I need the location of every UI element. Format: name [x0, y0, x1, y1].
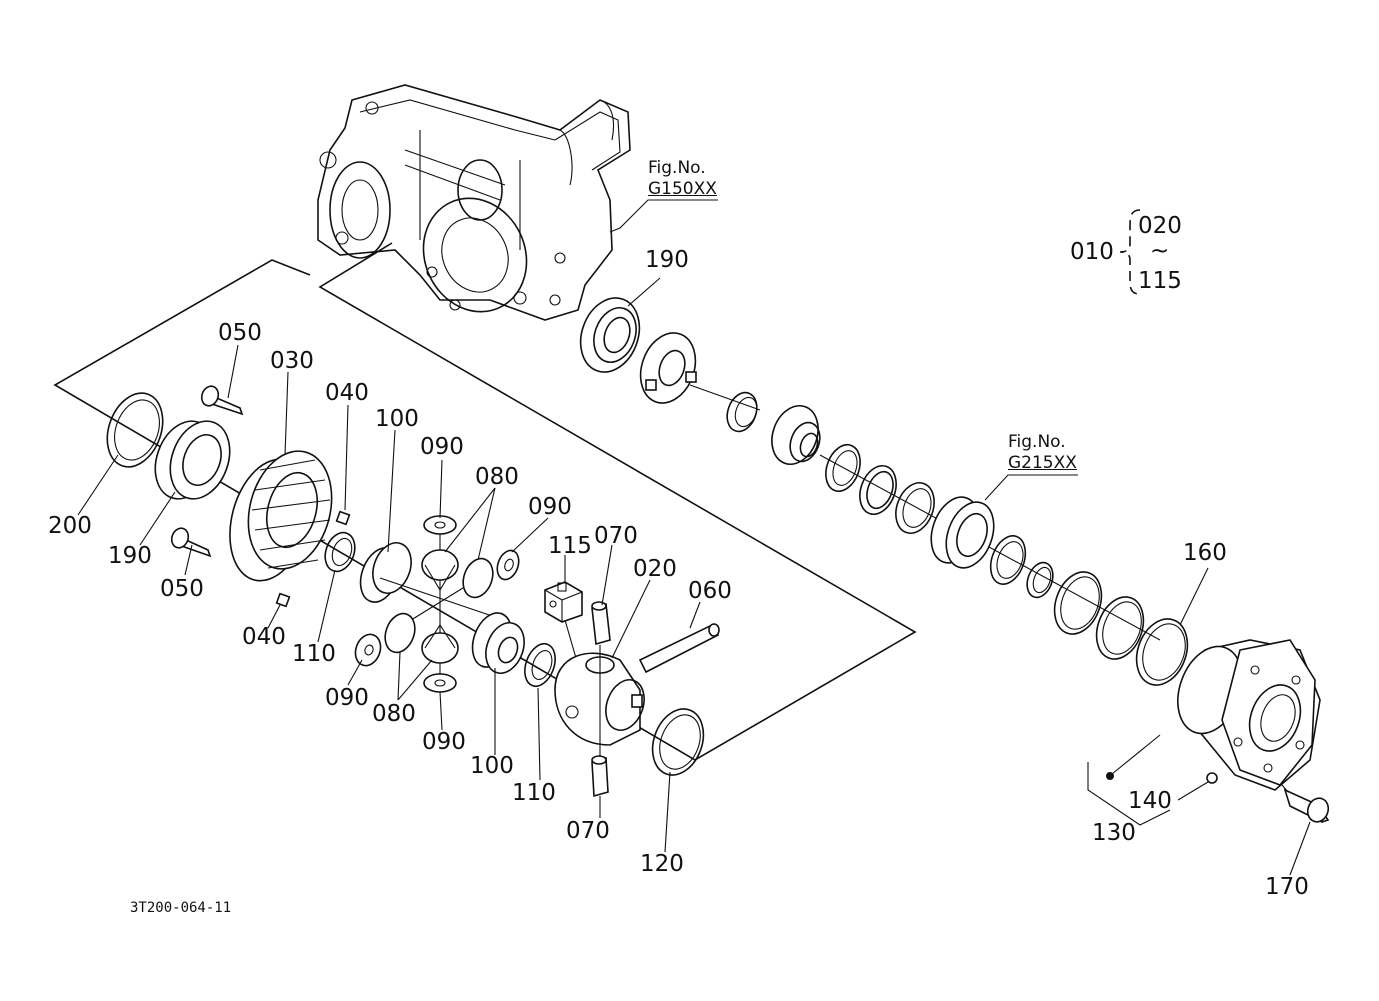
bolt-050-lower	[170, 527, 212, 558]
block-115	[544, 581, 583, 623]
part-label-090-bottom: 090	[422, 729, 466, 755]
part-label-040-lower: 040	[242, 624, 286, 650]
side-gear-100-left	[359, 542, 412, 603]
pinion-080-right	[462, 557, 494, 599]
shaft-060	[638, 623, 720, 674]
part-label-070-lower: 070	[566, 818, 610, 844]
bearing-190-left	[154, 420, 231, 500]
part-label-160: 160	[1183, 540, 1227, 566]
pinion-080-top	[421, 549, 459, 592]
bolt-050-upper	[200, 385, 244, 416]
cover-housing-130	[1177, 639, 1321, 791]
assembly-range-tilde: ~	[1150, 238, 1170, 264]
part-label-090-top: 090	[420, 434, 464, 460]
part-label-100-lower: 100	[470, 753, 514, 779]
part-label-090-right: 090	[528, 494, 572, 520]
ring-gear-030	[229, 450, 333, 582]
part-label-140: 140	[1128, 788, 1172, 814]
part-label-100-upper: 100	[375, 406, 419, 432]
part-label-170: 170	[1265, 874, 1309, 900]
coupling-nut	[639, 332, 697, 404]
pinion-080-left	[384, 612, 416, 654]
part-label-030: 030	[270, 348, 314, 374]
fig-ref-g150xx: Fig.No. G150XX	[648, 158, 717, 201]
part-label-040-upper: 040	[325, 380, 369, 406]
leader-lines	[77, 277, 1311, 876]
drawing-number: 3T200-064-11	[130, 900, 232, 916]
diff-case-020	[554, 652, 645, 746]
part-label-080-lower: 080	[372, 701, 416, 727]
bolt-170	[1281, 784, 1330, 823]
fig-ref-g150xx-prefix: Fig.No.	[648, 158, 706, 178]
assembly-range-to: 115	[1138, 268, 1182, 294]
side-gear-100-right	[471, 612, 525, 674]
hub	[771, 405, 821, 465]
part-label-050-lower: 050	[160, 576, 204, 602]
fig-ref-g150xx-code: G150XX	[648, 179, 717, 200]
part-label-115: 115	[548, 533, 592, 559]
assembly-parent-label: 010	[1070, 239, 1114, 265]
fig-ref-g215xx-code: G215XX	[1008, 453, 1077, 474]
pinion-080-bottom	[421, 623, 459, 664]
part-label-120: 120	[640, 851, 684, 877]
bearing-190-right	[579, 297, 641, 373]
part-label-070-upper: 070	[594, 523, 638, 549]
part-label-090-left: 090	[325, 685, 369, 711]
part-label-020: 020	[633, 556, 677, 582]
part-label-060: 060	[688, 578, 732, 604]
part-label-110-left: 110	[292, 641, 336, 667]
fig-ref-g215xx: Fig.No. G215XX	[1008, 432, 1077, 475]
transmission-housing	[317, 84, 631, 321]
assembly-range-from: 020	[1138, 213, 1182, 239]
part-label-080-upper: 080	[475, 464, 519, 490]
part-label-110-right: 110	[512, 780, 556, 806]
bearing-g215xx	[930, 496, 995, 569]
part-label-190-right: 190	[645, 247, 689, 273]
part-label-050-upper: 050	[218, 320, 262, 346]
fig-ref-g215xx-prefix: Fig.No.	[1008, 432, 1066, 452]
part-label-130: 130	[1092, 820, 1136, 846]
part-label-200: 200	[48, 513, 92, 539]
part-label-190-left: 190	[108, 543, 152, 569]
